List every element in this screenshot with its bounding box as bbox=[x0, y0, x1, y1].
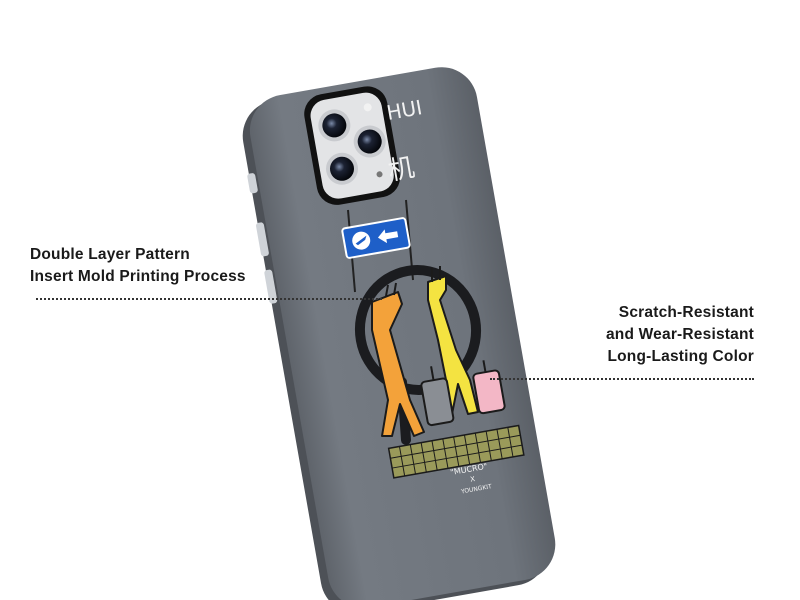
callout-right-line-2: and Wear-Resistant bbox=[605, 326, 754, 343]
side-button bbox=[264, 269, 278, 304]
callout-left-line-1: Double Layer Pattern bbox=[30, 246, 190, 263]
phone-case bbox=[242, 67, 556, 600]
brand-x: X bbox=[470, 475, 476, 484]
callout-right-line-3: Long-Lasting Color bbox=[607, 348, 754, 365]
side-button bbox=[247, 173, 258, 194]
suitcase-pink bbox=[472, 360, 506, 415]
callout-left: Double Layer Pattern Insert Mold Printin… bbox=[30, 244, 246, 288]
callout-left-line-2: Insert Mold Printing Process bbox=[30, 268, 246, 285]
tiled-floor bbox=[387, 424, 525, 479]
airport-sign bbox=[341, 217, 411, 259]
orange-giraffe bbox=[371, 282, 425, 437]
side-button bbox=[256, 222, 269, 257]
callout-right: Scratch-Resistant and Wear-Resistant Lon… bbox=[606, 302, 754, 368]
case-back bbox=[249, 67, 556, 600]
suitcase-gray bbox=[420, 366, 455, 427]
leader-line-right bbox=[490, 378, 754, 380]
arrow-left-icon bbox=[377, 229, 399, 244]
case-hanzi-bottom: 机 bbox=[386, 153, 417, 187]
yellow-giraffe bbox=[427, 266, 479, 415]
callout-right-line-1: Scratch-Resistant bbox=[618, 304, 754, 321]
camera-module bbox=[304, 86, 401, 205]
leader-line-left bbox=[36, 298, 382, 300]
